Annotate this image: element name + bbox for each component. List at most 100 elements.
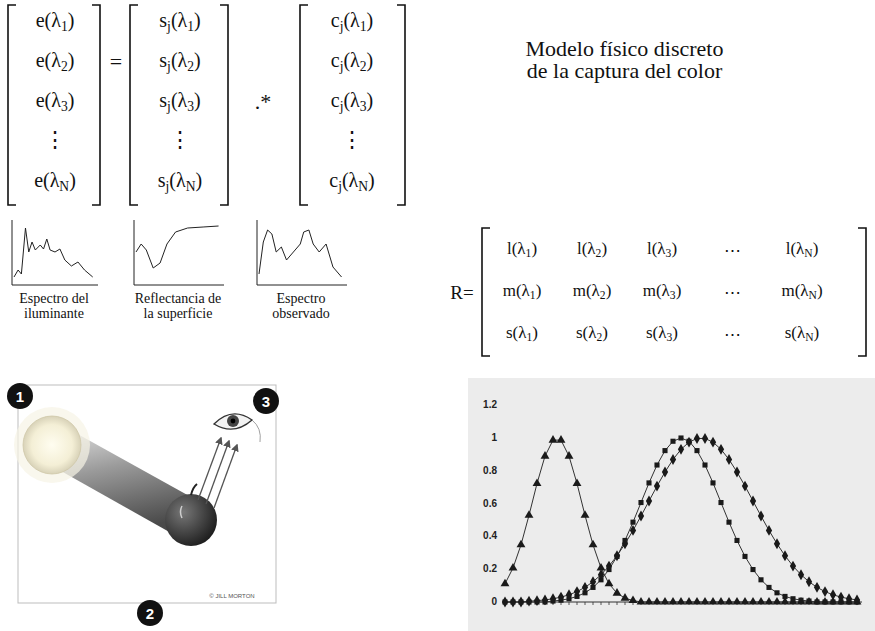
text-segment: 0.4 — [483, 530, 497, 541]
bracket — [220, 5, 228, 205]
curve-marker — [549, 435, 558, 443]
text-segment: (λ — [343, 49, 359, 71]
curve-marker — [686, 437, 692, 448]
text-segment: 2 — [61, 59, 68, 74]
curve-marker — [669, 597, 678, 605]
bracket — [397, 5, 405, 205]
bracket — [130, 5, 138, 205]
curve-marker — [606, 561, 612, 572]
text-segment: j — [167, 19, 171, 34]
text-segment: (λ — [171, 9, 187, 31]
curve-marker — [790, 561, 796, 572]
curve-marker — [742, 481, 748, 492]
curve-marker — [622, 538, 628, 549]
text-segment: ) — [367, 49, 374, 71]
text-segment: ) — [817, 281, 823, 300]
vector-entry: cj(λ1) — [331, 10, 374, 33]
matrix-brackets — [8, 5, 866, 356]
sensitivity-curves — [501, 433, 862, 607]
curve-marker — [757, 597, 766, 605]
text-segment: ) — [606, 281, 612, 300]
text-segment: N — [804, 247, 812, 260]
curve-marker — [710, 480, 715, 485]
text-segment: (λ — [343, 9, 359, 31]
text-segment: 2 — [146, 605, 154, 622]
curve-marker — [646, 480, 651, 485]
axis-tick-label: 0.2 — [483, 564, 497, 574]
curve-marker — [806, 576, 812, 587]
curve-marker — [685, 597, 694, 605]
text-segment: s(λ — [785, 323, 806, 342]
matrix-entry: s(λN) — [785, 324, 820, 344]
m-cone-curve — [502, 435, 859, 604]
curve-marker — [758, 511, 764, 522]
text-segment: ) — [531, 239, 537, 258]
diagram-title: Modelo físico discreto de la captura del… — [517, 38, 732, 82]
text-segment: 2 — [597, 331, 603, 344]
callout-number: 2 — [146, 606, 154, 621]
text-segment: .* — [255, 89, 272, 114]
axis-tick-label: 0.8 — [483, 466, 497, 476]
horizontal-ellipsis: ⋯ — [724, 242, 741, 259]
matrix-entry: l(λ1) — [507, 240, 537, 260]
text-segment: ⋯ — [724, 241, 741, 260]
axis-tick-label: 1 — [491, 433, 497, 443]
eye-line — [252, 420, 260, 442]
curve-marker — [526, 596, 532, 607]
curve-marker — [694, 433, 700, 444]
vector-entry: cj(λN) — [329, 170, 375, 193]
curve-marker — [702, 433, 708, 444]
text-segment: ) — [194, 9, 201, 31]
text-segment: 3 — [667, 331, 673, 344]
matrix-entry: s(λ1) — [506, 324, 538, 344]
curve-marker — [581, 510, 590, 518]
curve-marker — [630, 520, 635, 525]
curve-marker — [661, 597, 670, 605]
text-segment: m(λ — [503, 281, 530, 300]
text-segment: 0 — [491, 596, 497, 607]
text-segment: ) — [672, 323, 678, 342]
text-segment: ⋮ — [169, 127, 191, 152]
curve-marker — [629, 595, 638, 603]
curve-marker — [734, 538, 739, 543]
curve-marker — [646, 496, 652, 507]
text-segment: ) — [601, 239, 607, 258]
text-segment: © JILL MORTON — [209, 593, 254, 599]
text-segment: ) — [194, 89, 201, 111]
curve-marker — [654, 481, 660, 492]
curve-marker — [638, 511, 644, 522]
text-segment: ) — [196, 169, 203, 191]
plot-frame — [255, 220, 347, 286]
text-segment: 1 — [527, 331, 533, 344]
curve-marker — [709, 597, 718, 605]
curve-marker — [614, 550, 620, 561]
l-cone-curve — [502, 433, 860, 607]
text-segment: s — [159, 9, 167, 31]
text-segment: ) — [813, 239, 819, 258]
curve-marker — [749, 597, 758, 605]
text-segment: j — [167, 99, 171, 114]
text-segment: N — [809, 289, 817, 302]
curve-marker — [653, 597, 662, 605]
text-segment: N — [358, 179, 368, 194]
curve-marker — [814, 599, 819, 604]
curve-marker — [726, 454, 732, 465]
tick-mark — [601, 602, 602, 605]
curve-marker — [782, 594, 787, 599]
curve-marker — [670, 454, 676, 465]
text-segment: e(λ — [36, 49, 61, 71]
text-segment: ) — [676, 281, 682, 300]
text-segment: ) — [68, 9, 75, 31]
tick-mark — [625, 602, 626, 605]
text-segment: (λ — [171, 49, 187, 71]
sensitivity-chart — [468, 378, 875, 631]
eye-iris — [227, 415, 239, 427]
vector-entry: cj(λ3) — [331, 90, 374, 113]
text-segment: 3 — [666, 247, 672, 260]
ray — [206, 441, 229, 504]
text-segment: 1 — [530, 289, 536, 302]
vertical-ellipsis: ⋮ — [169, 129, 191, 151]
text-segment: ) — [536, 281, 542, 300]
text-segment: c — [329, 169, 338, 191]
bracket — [8, 5, 16, 205]
